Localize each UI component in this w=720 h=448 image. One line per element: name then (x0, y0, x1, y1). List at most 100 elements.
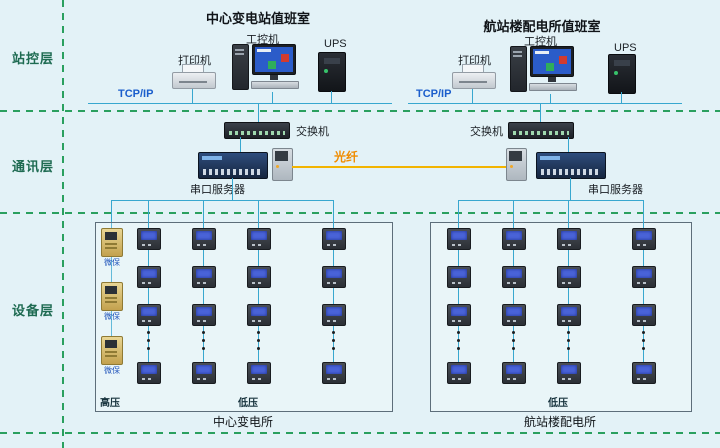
pc-tower-icon (232, 44, 249, 90)
workstation-icon (232, 42, 299, 92)
wire (458, 200, 643, 201)
power-meter-icon (502, 228, 526, 250)
wire (540, 103, 541, 122)
power-meter-icon (247, 266, 271, 288)
power-meter-icon (447, 362, 471, 384)
ups-icon (318, 52, 346, 92)
wire (111, 200, 333, 201)
power-meter-icon (447, 228, 471, 250)
fiber-label: 光纤 (334, 150, 359, 164)
wire (192, 89, 193, 103)
wire (88, 103, 392, 104)
layer-divider-2 (0, 212, 720, 214)
power-meter-icon (137, 304, 161, 326)
wire (240, 137, 241, 153)
power-meter-icon (322, 228, 346, 250)
right-room-title: 航站楼配电所值班室 (483, 19, 601, 34)
power-meter-icon (192, 266, 216, 288)
power-meter-icon (322, 266, 346, 288)
wire (331, 91, 332, 103)
ellipsis-dots (642, 331, 645, 350)
power-meter-icon (192, 362, 216, 384)
ellipsis-dots (512, 331, 515, 350)
fiber-converter-icon (272, 148, 293, 181)
layer-divider-3 (0, 432, 720, 434)
power-meter-icon (137, 228, 161, 250)
printer-icon (172, 64, 216, 89)
left-workstation-label: 工控机 (246, 34, 279, 46)
wire (570, 178, 571, 200)
power-meter-icon (447, 304, 471, 326)
ellipsis-dots (202, 331, 205, 350)
lv-label: 低压 (548, 398, 568, 409)
power-meter-icon (247, 362, 271, 384)
layer-divider-vertical (62, 0, 64, 448)
ups-icon (608, 54, 636, 94)
left-ups-label: UPS (324, 38, 347, 50)
ellipsis-dots (332, 331, 335, 350)
power-meter-icon (632, 228, 656, 250)
protection-label: 微保 (104, 312, 120, 321)
pc-tower-icon (510, 46, 527, 92)
right-ups-label: UPS (614, 42, 637, 54)
power-meter-icon (632, 304, 656, 326)
keyboard-icon (251, 81, 299, 89)
protection-relay-icon (101, 228, 123, 257)
ellipsis-dots (147, 331, 150, 350)
lv-label: 低压 (238, 398, 258, 409)
scada-screen-icon (255, 47, 293, 72)
layer-label-comm: 通讯层 (11, 159, 54, 174)
power-meter-icon (447, 266, 471, 288)
layer-label-station: 站控层 (11, 51, 54, 66)
power-meter-icon (247, 304, 271, 326)
protection-relay-icon (101, 282, 123, 311)
wire (111, 200, 112, 336)
ellipsis-dots (567, 331, 570, 350)
monitor-icon (530, 46, 574, 77)
keyboard-icon (529, 83, 577, 91)
power-meter-icon (322, 362, 346, 384)
wire (550, 94, 551, 103)
power-meter-icon (632, 266, 656, 288)
workstation-icon (510, 44, 577, 94)
ethernet-switch-icon (508, 122, 574, 139)
power-meter-icon (192, 228, 216, 250)
left-tcpip-label: TCP/IP (118, 88, 154, 100)
layer-label-device: 设备层 (11, 303, 54, 318)
power-meter-icon (137, 362, 161, 384)
right-serial-label: 串口服务器 (588, 184, 643, 196)
right-tcpip-label: TCP/IP (416, 88, 452, 100)
fiber-line (292, 166, 506, 168)
serial-server-icon (536, 152, 606, 179)
protection-label: 微保 (104, 258, 120, 267)
power-meter-icon (502, 362, 526, 384)
power-meter-icon (502, 304, 526, 326)
power-meter-icon (557, 304, 581, 326)
power-meter-icon (632, 362, 656, 384)
power-meter-icon (322, 304, 346, 326)
wire (258, 103, 259, 122)
right-switch-label: 交换机 (470, 126, 503, 138)
power-meter-icon (137, 266, 161, 288)
layer-divider-1 (0, 110, 720, 112)
left-serial-label: 串口服务器 (190, 184, 245, 196)
ellipsis-dots (257, 331, 260, 350)
wire (621, 92, 622, 103)
ethernet-switch-icon (224, 122, 290, 139)
right-workstation-label: 工控机 (524, 36, 557, 48)
protection-relay-icon (101, 336, 123, 365)
power-meter-icon (192, 304, 216, 326)
fiber-converter-icon (506, 148, 527, 181)
left-room-title: 中心变电站值班室 (205, 11, 310, 26)
wire (568, 137, 569, 153)
left-substation-name: 中心变电所 (212, 415, 273, 429)
wire (472, 89, 473, 103)
wire (272, 92, 273, 103)
right-substation-name: 航站楼配电所 (523, 415, 596, 429)
power-meter-icon (557, 228, 581, 250)
scada-screen-icon (533, 49, 571, 74)
wire (232, 178, 233, 200)
protection-label: 微保 (104, 366, 120, 375)
wire (408, 103, 682, 104)
hv-label: 高压 (100, 398, 120, 409)
